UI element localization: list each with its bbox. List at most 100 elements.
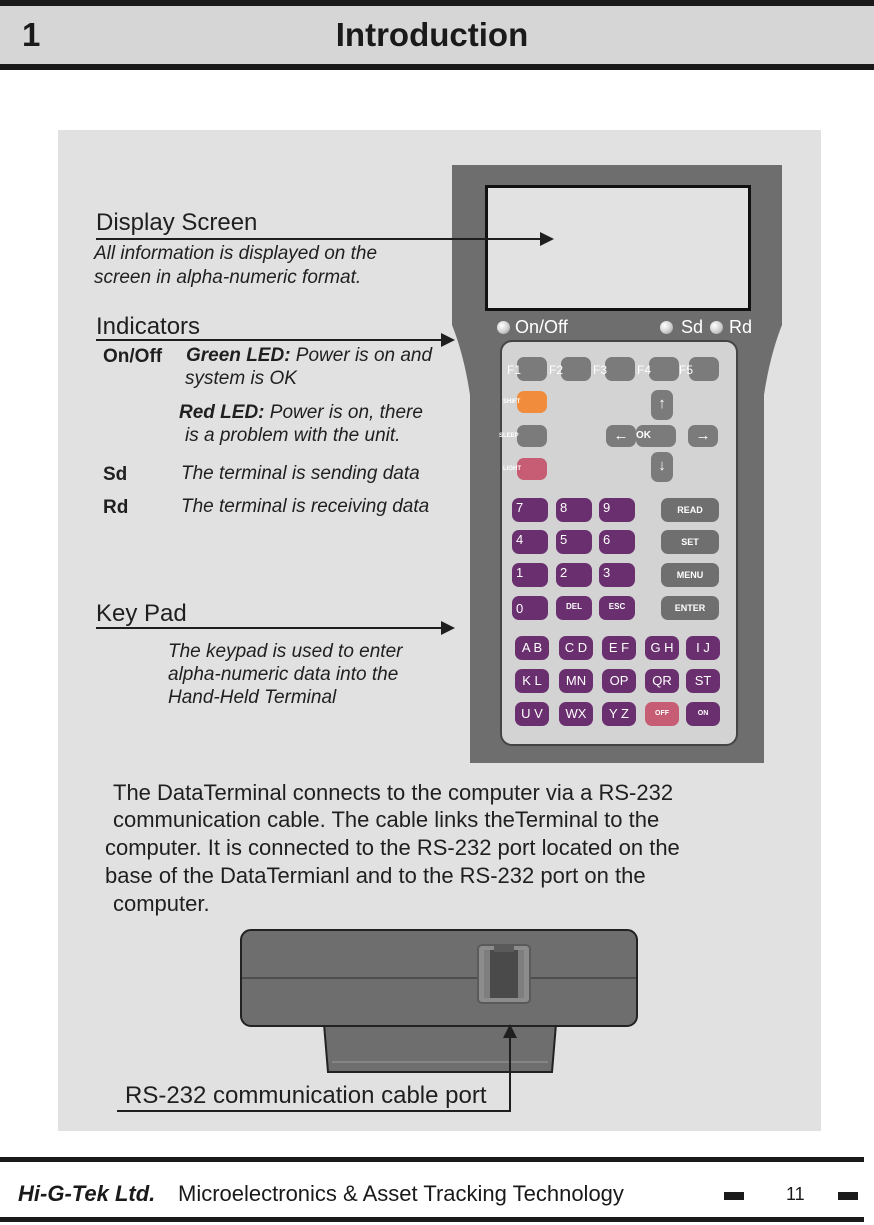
footer-dash-right (838, 1192, 858, 1200)
keypad-desc-line1: The keypad is used to enter (168, 641, 403, 662)
key-ab[interactable]: A B (515, 636, 549, 660)
indicators-arrow-icon (441, 333, 455, 347)
up-arrow-key[interactable]: ↑ (651, 390, 673, 420)
key-yz[interactable]: Y Z (602, 702, 636, 726)
light-key[interactable] (517, 458, 547, 480)
key-6[interactable]: 6 (599, 530, 635, 554)
header-bottom-rule (0, 64, 874, 70)
footer-tagline: Microelectronics & Asset Tracking Techno… (178, 1181, 624, 1206)
f2-label: F2 (549, 363, 564, 377)
paragraph-line3: computer. It is connected to the RS-232 … (105, 835, 680, 860)
off-key[interactable]: OFF (645, 702, 679, 726)
on-key[interactable]: ON (686, 702, 720, 726)
f1-label: F1 (507, 363, 522, 377)
key-qr[interactable]: QR (645, 669, 679, 693)
right-arrow-key[interactable]: → (688, 425, 718, 447)
key-0[interactable]: 0 (512, 596, 548, 620)
device-rd-label: Rd (729, 317, 753, 337)
device-onoff-label: On/Off (515, 317, 568, 337)
key-4[interactable]: 4 (512, 530, 548, 554)
key-9[interactable]: 9 (599, 498, 635, 522)
green-led-text1: Power is on and (290, 345, 433, 366)
f1-key[interactable] (517, 357, 547, 381)
key-mn[interactable]: MN (559, 669, 593, 693)
set-key[interactable]: SET (661, 530, 719, 554)
enter-key[interactable]: ENTER (661, 596, 719, 620)
key-ef[interactable]: E F (602, 636, 636, 660)
f3-key[interactable] (605, 357, 635, 381)
footer-bottom-rule (0, 1217, 864, 1222)
left-arrow-key[interactable]: ← (606, 425, 636, 447)
menu-key[interactable]: MENU (661, 563, 719, 587)
key-op[interactable]: OP (602, 669, 636, 693)
keypad-desc-line2: alpha-numeric data into the (168, 664, 399, 685)
footer-company: Hi-G-Tek Ltd. (18, 1181, 156, 1206)
sd-indicator-key: Sd (103, 464, 128, 485)
red-led-line2: is a problem with the unit. (185, 425, 401, 446)
key-2[interactable]: 2 (556, 563, 592, 587)
del-key[interactable]: DEL (556, 596, 592, 620)
key-cd[interactable]: C D (559, 636, 593, 660)
keypad-callout-line (96, 627, 441, 629)
rd-indicator-text: The terminal is receiving data (181, 496, 430, 517)
esc-key[interactable]: ESC (599, 596, 635, 620)
device-sd-label: Sd (681, 317, 704, 337)
key-1[interactable]: 1 (512, 563, 548, 587)
green-led-label: Green LED: (186, 345, 291, 366)
shift-key[interactable] (517, 391, 547, 413)
display-callout-line (96, 238, 540, 240)
device-base-illustration (240, 929, 638, 1073)
paragraph-line2: communication cable. The cable links the… (113, 807, 660, 832)
sleep-key[interactable] (517, 425, 547, 447)
key-st[interactable]: ST (686, 669, 720, 693)
key-wx[interactable]: WX (559, 702, 593, 726)
port-caption: RS-232 communication cable port (125, 1082, 487, 1109)
chapter-header (0, 0, 874, 70)
display-arrow-icon (540, 232, 554, 246)
sd-led-icon (660, 321, 673, 334)
display-desc-line1: All information is displayed on the (94, 243, 378, 264)
red-led-line1: Red LED: Power is on, there (179, 401, 423, 425)
f4-label: F4 (637, 363, 652, 377)
ok-key[interactable]: OK (636, 425, 676, 447)
keypad-title: Key Pad (96, 600, 187, 627)
indicators-title: Indicators (96, 313, 201, 340)
sd-indicator-text: The terminal is sending data (181, 463, 420, 484)
rd-led-icon (710, 321, 723, 334)
display-screen-title: Display Screen (96, 209, 258, 236)
port-arrow-icon (503, 1024, 517, 1038)
keypad-desc-line3: Hand-Held Terminal (168, 687, 337, 708)
green-led-line1: Green LED: Power is on and (186, 344, 432, 368)
display-desc-line2: screen in alpha-numeric format. (94, 267, 362, 288)
key-5[interactable]: 5 (556, 530, 592, 554)
f5-key[interactable] (689, 357, 719, 381)
onoff-indicator-key: On/Off (103, 346, 163, 367)
f2-key[interactable] (561, 357, 591, 381)
paragraph-line4: base of the DataTermianl and to the RS-2… (105, 863, 646, 888)
footer-dash-left (724, 1192, 744, 1200)
key-8[interactable]: 8 (556, 498, 592, 522)
green-led-line2: system is OK (185, 368, 297, 389)
key-uv[interactable]: U V (515, 702, 549, 726)
read-key[interactable]: READ (661, 498, 719, 522)
f4-key[interactable] (649, 357, 679, 381)
chapter-title: Introduction (335, 16, 529, 53)
port-callout-line (117, 1110, 511, 1112)
down-arrow-key[interactable]: ↓ (651, 452, 673, 482)
key-ij[interactable]: I J (686, 636, 720, 660)
red-led-label: Red LED: (179, 402, 265, 423)
key-gh[interactable]: G H (645, 636, 679, 660)
key-3[interactable]: 3 (599, 563, 635, 587)
rd-indicator-key: Rd (103, 497, 129, 518)
f5-label: F5 (679, 363, 694, 377)
page-number: 11 (786, 1184, 805, 1204)
port-callout-vertical (509, 1034, 511, 1112)
paragraph-line1: The DataTerminal connects to the compute… (113, 780, 674, 805)
key-kl[interactable]: K L (515, 669, 549, 693)
header-band (0, 6, 874, 64)
f3-label: F3 (593, 363, 608, 377)
onoff-led-icon (497, 321, 510, 334)
indicators-callout-line (96, 339, 441, 341)
key-7[interactable]: 7 (512, 498, 548, 522)
display-screen (485, 185, 751, 311)
